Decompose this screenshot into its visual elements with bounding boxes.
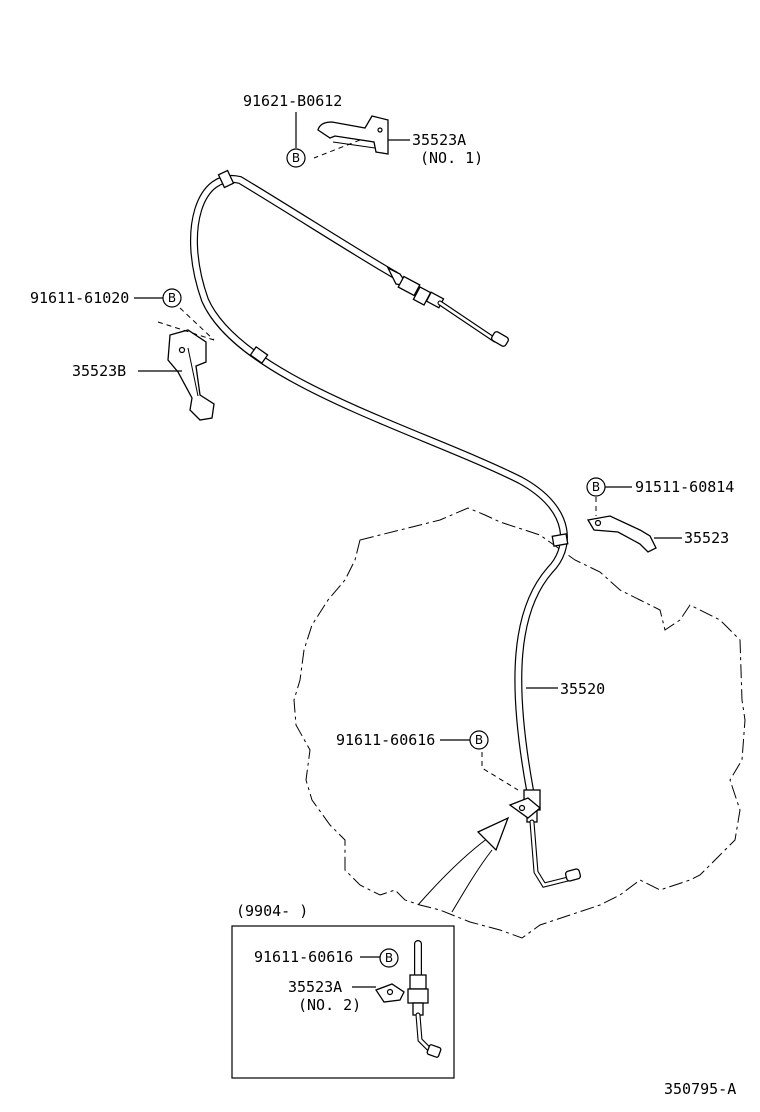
inset-box bbox=[231, 925, 455, 1079]
svg-text:B: B bbox=[385, 951, 393, 965]
svg-text:B: B bbox=[292, 151, 300, 165]
bolt-marker-b bbox=[286, 148, 306, 168]
inset-label-bolt: 91611-60616 bbox=[254, 948, 353, 966]
transmission-outline bbox=[293, 507, 746, 939]
label-35523a: 35523A bbox=[412, 131, 466, 149]
control-cable bbox=[190, 169, 582, 888]
inset-label-bracket: 35523A bbox=[288, 978, 342, 996]
label-35523a-no1: (NO. 1) bbox=[420, 149, 483, 167]
bracket-35523a-no1 bbox=[313, 115, 389, 159]
svg-text:B: B bbox=[592, 480, 600, 494]
drawing-number: 350795-A bbox=[664, 1080, 736, 1098]
label-91611-61020: 91611-61020 bbox=[30, 289, 129, 307]
label-35523b: 35523B bbox=[72, 362, 126, 380]
label-91611-60616: 91611-60616 bbox=[336, 731, 435, 749]
svg-text:B: B bbox=[475, 733, 483, 747]
label-91511-60814: 91511-60814 bbox=[635, 478, 734, 496]
bracket-35523b bbox=[157, 307, 215, 421]
inset-date-range: (9904- ) bbox=[236, 902, 308, 920]
detail-arrow bbox=[417, 816, 510, 913]
inset-label-bracket-no2: (NO. 2) bbox=[298, 996, 361, 1014]
bracket-35523 bbox=[586, 497, 657, 553]
inset-cable-detail bbox=[375, 940, 442, 1058]
label-91621-b0612: 91621-B0612 bbox=[243, 92, 342, 110]
label-35523: 35523 bbox=[684, 529, 729, 547]
svg-text:B: B bbox=[168, 291, 176, 305]
label-35520: 35520 bbox=[560, 680, 605, 698]
